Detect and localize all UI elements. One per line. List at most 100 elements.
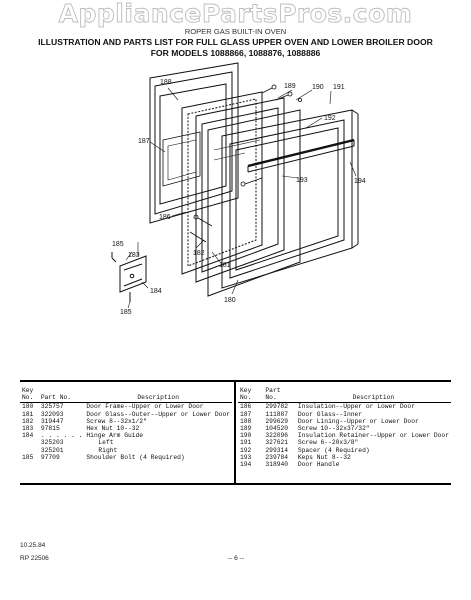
key-no: 182 [22,417,34,425]
part-no: 299782 [265,403,289,411]
part-description: Spacer (4 Required) [297,446,370,454]
part-description: Hex Nut 10--32 [86,425,140,433]
part-description: Screw 10--32x37/32" [297,425,370,433]
door-frame-part [221,109,359,289]
part-description: Right [98,446,118,454]
part-no: 322096 [265,432,289,440]
callout-188: 188 [160,79,172,86]
part-no: 111887 [265,410,289,418]
callout-190: 190 [312,84,324,91]
part-no: 104520 [265,425,289,433]
part-no: 327621 [265,439,289,447]
part-no: 325201 [40,446,64,454]
part-description: Left [98,439,114,447]
part-description: Shoulder Bolt (4 Required) [86,453,185,461]
table-row: 184 . . . . . .Hinge Arm Guide [20,432,232,439]
part-description: Hinge Arm Guide [86,432,144,440]
callout-191: 191 [333,84,345,91]
fastener-parts [189,84,302,243]
part-no: 322093 [40,410,64,418]
part-description: Door Handle [297,461,340,469]
column-header-part: Part No. [38,386,85,404]
door-handle-part [247,138,355,173]
part-no: 319447 [40,417,64,425]
key-no: 180 [22,403,34,411]
key-no: 190 [240,432,252,440]
column-header-key: Key No. [238,386,264,404]
part-description: Door Glass--Outer--Upper or Lower Door [86,410,230,418]
table-row: 325203 Left [20,439,232,446]
part-no: 325757 [40,403,64,411]
watermark: AppliancePartsPros.com [58,0,413,28]
table-row: 181 322093 Door Glass--Outer--Upper or Low… [20,411,232,418]
key-no: 184 [22,432,34,440]
table-row: 185 97709 Shoulder Bolt (4 Required) [20,454,232,461]
header-line-1: ROPER GAS BUILT-IN OVEN [184,27,287,36]
callout-193: 193 [296,177,308,184]
key-no: 185 [22,453,34,461]
table-row: 190 322096 Insulation Retainer--Upper or L… [238,432,451,439]
callout-185-top: 185 [112,241,124,248]
column-header-description: Description [84,386,232,404]
part-no: 325203 [40,439,64,447]
part-description: Door Lining--Upper or Lower Door [297,417,419,425]
column-header-key: Key No. [20,386,39,404]
header-line-2: ILLUSTRATION AND PARTS LIST FOR FULL GLA… [38,37,433,47]
part-description: Door Glass--Inner [297,410,363,418]
key-no: 189 [240,425,252,433]
table-center-divider [234,380,236,484]
callout-181: 181 [219,262,231,269]
insulation-retainer-part [195,97,285,283]
key-no: 181 [22,410,34,418]
table-row: 189 104520 Screw 10--32x37/32" [238,425,451,432]
table-row: 325201 Right [20,447,232,454]
footer-code: RP 22506 [20,555,49,562]
hinge-arm-guide-part [111,252,147,302]
callout-180: 180 [224,297,236,304]
callout-183: 183 [128,252,140,259]
table-row: 183 97815 Hex Nut 10--32 [20,425,232,432]
part-no: 299314 [265,446,289,454]
callout-192: 192 [324,115,336,122]
key-no: 194 [240,461,252,469]
table-top-rule [20,380,451,382]
part-description: Screw 6--20x3/8" [297,439,359,447]
part-no: 239784 [265,453,289,461]
key-no: 187 [240,410,252,418]
part-no: 318940 [265,461,289,469]
callout-194: 194 [354,178,366,185]
part-no: 299629 [265,417,289,425]
door-lining-part [149,62,239,224]
table-row: 180 325757 Door Frame--Upper or Lower Door [20,403,232,411]
part-no: 97815 [40,425,60,433]
callout-187: 187 [138,138,150,145]
part-description: Door Frame--Upper or Lower Door [86,403,204,411]
table-row: 194 318940 Door Handle [238,461,451,468]
callout-185-bottom: 185 [120,309,132,316]
part-no: 97709 [40,453,60,461]
key-no: 192 [240,446,252,454]
table-row: 193 239784 Keps Nut 8--32 [238,454,451,461]
exploded-door-diagram: 188 189 190 191 187 192 193 194 186 182 … [111,62,366,316]
callout-184: 184 [150,288,162,295]
column-header-description: Description [295,386,451,404]
header-line-3: FOR MODELS 1088866, 1088876, 1088886 [150,48,321,58]
key-no: 183 [22,425,34,433]
part-description: Keps Nut 8--32 [297,453,351,461]
key-no: 193 [240,453,252,461]
part-description: Insulation Retainer--Upper or Lower Door [297,432,449,440]
footer-date: 10.25.84 [20,542,46,549]
footer-page-number: -- 6 -- [228,555,244,562]
table-row: 192 299314 Spacer (4 Required) [238,447,451,454]
callout-182: 182 [193,250,205,257]
insulation-part [181,91,263,275]
callout-189: 189 [284,83,296,90]
part-no: . . . . . . [40,432,83,440]
key-no [20,447,39,454]
